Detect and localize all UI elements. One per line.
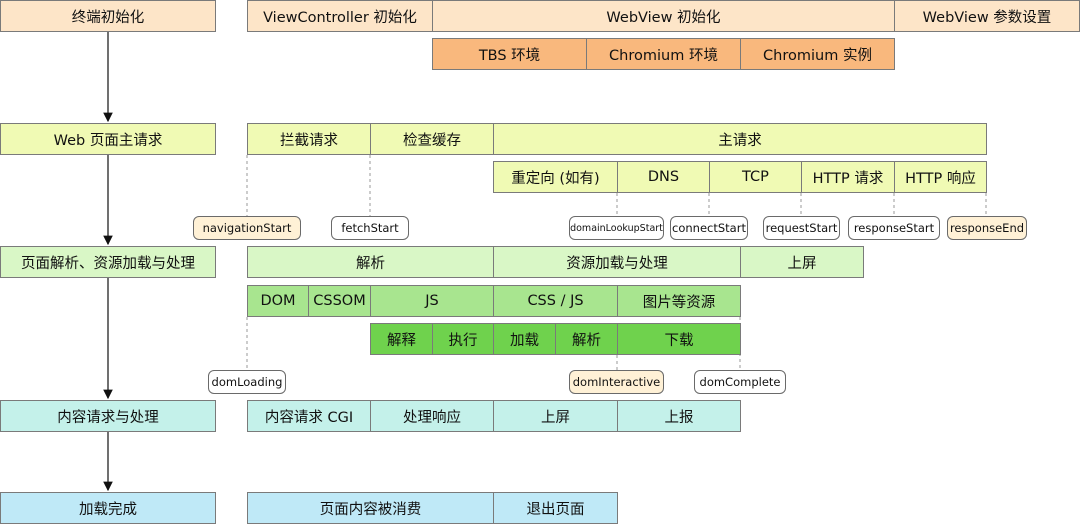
webview-params-box: WebView 参数设置 [894,0,1080,32]
domain-lookup-start-marker: domainLookupStart [569,216,664,240]
dom-box: DOM [247,285,309,317]
redirect-box: 重定向 (如有) [493,161,618,193]
handle-response-box: 处理响应 [370,400,494,432]
download-box: 下载 [617,323,741,355]
navigation-start-marker: navigationStart [193,216,301,240]
css-js-load-box: 加载 [493,323,556,355]
resource-load-box: 资源加载与处理 [493,246,741,278]
fetch-start-marker: fetchStart [331,216,409,240]
tcp-box: TCP [709,161,802,193]
parse-box: 解析 [247,246,494,278]
css-js-box: CSS / JS [493,285,618,317]
step-terminal-init: 终端初始化 [0,0,216,32]
report-box: 上报 [617,400,741,432]
step-load-complete: 加载完成 [0,492,216,524]
viewcontroller-init-box: ViewController 初始化 [247,0,433,32]
response-start-marker: responseStart [848,216,940,240]
step-parse-resource-load: 页面解析、资源加载与处理 [0,246,216,278]
step-content-request: 内容请求与处理 [0,400,216,432]
tbs-env-box: TBS 环境 [432,38,587,70]
step-web-main-request: Web 页面主请求 [0,123,216,155]
dom-complete-marker: domComplete [694,370,786,394]
chromium-instance-box: Chromium 实例 [740,38,895,70]
response-end-marker: responseEnd [947,216,1027,240]
js-box: JS [370,285,494,317]
content-request-cgi-box: 内容请求 CGI [247,400,371,432]
css-js-parse-box: 解析 [555,323,618,355]
http-response-box: HTTP 响应 [894,161,987,193]
main-request-box: 主请求 [493,123,987,155]
webview-init-box: WebView 初始化 [432,0,895,32]
intercept-request-box: 拦截请求 [247,123,371,155]
connect-start-marker: connectStart [670,216,748,240]
chromium-env-box: Chromium 环境 [586,38,741,70]
http-request-box: HTTP 请求 [801,161,895,193]
dns-box: DNS [617,161,710,193]
content-consumed-box: 页面内容被消费 [247,492,494,524]
paint-box: 上屏 [740,246,864,278]
exit-page-box: 退出页面 [493,492,618,524]
content-paint-box: 上屏 [493,400,618,432]
dom-interactive-marker: domInteractive [569,370,664,394]
js-execute-box: 执行 [432,323,494,355]
cssom-box: CSSOM [308,285,371,317]
js-interpret-box: 解释 [370,323,433,355]
check-cache-box: 检查缓存 [370,123,494,155]
request-start-marker: requestStart [763,216,840,240]
images-resources-box: 图片等资源 [617,285,741,317]
dom-loading-marker: domLoading [208,370,286,394]
